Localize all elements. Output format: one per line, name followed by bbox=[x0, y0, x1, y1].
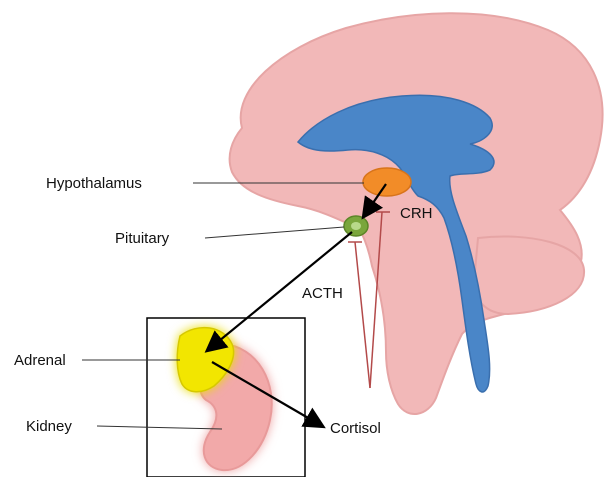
hypothalamus-shape bbox=[363, 168, 411, 196]
acth-label: ACTH bbox=[302, 285, 343, 302]
crh-label: CRH bbox=[400, 205, 433, 222]
adrenal-label: Adrenal bbox=[14, 352, 66, 369]
cerebellum bbox=[474, 236, 584, 314]
hypothalamus-label: Hypothalamus bbox=[46, 175, 142, 192]
kidney-label: Kidney bbox=[26, 418, 72, 435]
cortisol-label: Cortisol bbox=[330, 420, 381, 437]
pituitary-label: Pituitary bbox=[115, 230, 170, 247]
pituitary-highlight bbox=[351, 222, 361, 230]
